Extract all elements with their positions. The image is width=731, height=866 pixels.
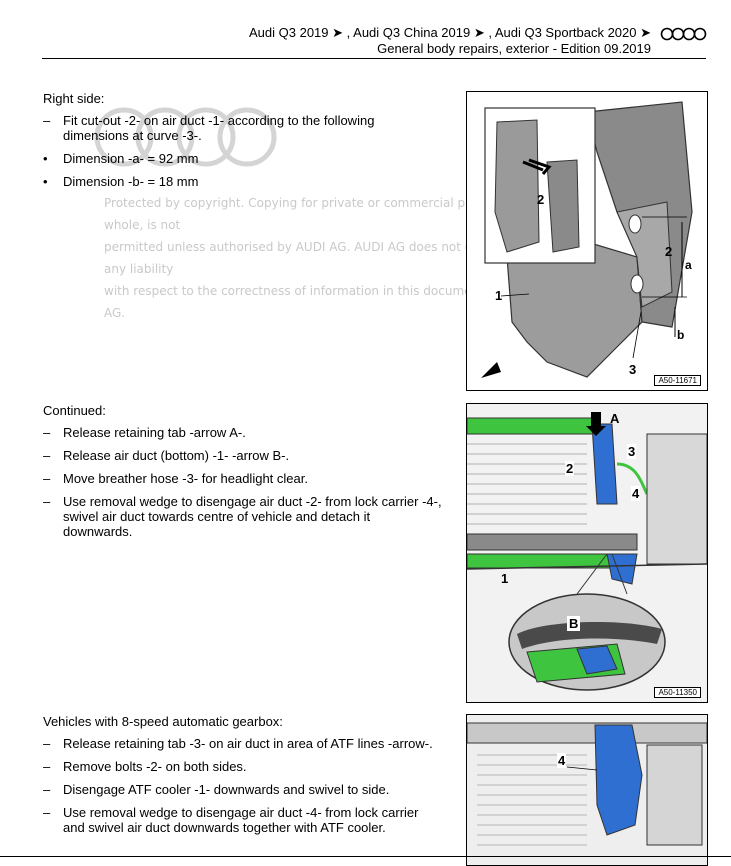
dimension-a-label: a [685,258,692,272]
figure-air-duct-removal: A 2 3 4 1 B A50-11350 [466,403,708,703]
list-item: –Use removal wedge to disengage air duct… [43,805,438,835]
list-item-text: Release air duct (bottom) -1- -arrow B-. [63,448,290,463]
list-item-text: Dimension -a- = 92 mm [63,151,199,166]
list-marker: – [43,782,51,797]
list-marker: – [43,113,51,128]
callout-1: 1 [495,288,503,303]
callout-2-detail: 2 [537,192,545,207]
list-item-text: Disengage ATF cooler -1- downwards and s… [63,782,390,797]
list-item: –Release air duct (bottom) -1- -arrow B-… [43,448,443,463]
callout-3: 3 [627,444,637,459]
figure-air-duct-cutout: 1 2 2 3 a b A50-11671 [466,91,708,391]
callout-arrow-a: A [610,411,620,426]
instruction-list: –Release retaining tab -arrow A-. –Relea… [43,425,443,539]
list-item-text: Release retaining tab -3- on air duct in… [63,736,433,751]
figure-illustration [467,715,707,865]
audi-rings-logo [660,27,707,41]
list-item-text: Remove bolts -2- on both sides. [63,759,247,774]
figure-illustration [467,404,707,702]
dimension-b-label: b [677,328,685,342]
section-title: Vehicles with 8-speed automatic gearbox: [43,714,283,729]
section-right-side: Right side: –Fit cut-out -2- on air duct… [43,91,438,197]
instruction-list: –Fit cut-out -2- on air duct -1- accordi… [43,113,438,189]
callout-2: 2 [665,244,673,259]
document-edition: General body repairs, exterior - Edition… [377,41,651,56]
callout-3: 3 [629,362,637,377]
list-marker: • [43,151,48,166]
section-8-speed-gearbox: Vehicles with 8-speed automatic gearbox:… [43,714,438,843]
list-item-text: Move breather hose -3- for headlight cle… [63,471,308,486]
list-marker: – [43,425,51,440]
figure-illustration [481,101,693,378]
header-divider [42,58,706,59]
callout-arrow-b: B [567,616,581,631]
list-item-text: Dimension -b- = 18 mm [63,174,199,189]
list-item: • Dimension -a- = 92 mm [43,151,438,166]
list-marker: – [43,736,51,751]
section-continued: Continued: –Release retaining tab -arrow… [43,403,443,547]
list-item-text: Fit cut-out -2- on air duct -1- accordin… [63,113,375,143]
breadcrumb: Audi Q3 2019 ➤ , Audi Q3 China 2019 ➤ , … [249,25,651,40]
list-item: • Dimension -b- = 18 mm [43,174,438,189]
list-item: –Move breather hose -3- for headlight cl… [43,471,443,486]
section-title: Right side: [43,91,105,106]
instruction-list: –Release retaining tab -3- on air duct i… [43,736,438,835]
callout-4: 4 [557,753,567,768]
list-item-text: Use removal wedge to disengage air duct … [63,805,419,835]
list-item: –Release retaining tab -arrow A-. [43,425,443,440]
page-bottom-divider [0,856,731,857]
list-item-text: Use removal wedge to disengage air duct … [63,494,442,539]
list-marker: – [43,759,51,774]
list-marker: – [43,448,51,463]
figure-code: A50-11350 [654,687,701,698]
callout-2: 2 [565,461,575,476]
callout-4: 4 [631,486,641,501]
list-item: –Remove bolts -2- on both sides. [43,759,438,774]
list-marker: • [43,174,48,189]
section-title: Continued: [43,403,106,418]
watermark-rings-logo [94,107,277,167]
figure-atf-cooler: 4 [466,714,708,866]
list-item: –Fit cut-out -2- on air duct -1- accordi… [43,113,438,143]
list-item-text: Release retaining tab -arrow A-. [63,425,246,440]
list-marker: – [43,494,51,509]
list-item: –Release retaining tab -3- on air duct i… [43,736,438,751]
list-item: –Use removal wedge to disengage air duct… [43,494,443,539]
figure-code: A50-11671 [654,375,701,386]
list-marker: – [43,471,51,486]
list-marker: – [43,805,51,820]
list-item: –Disengage ATF cooler -1- downwards and … [43,782,438,797]
callout-1: 1 [501,571,509,586]
